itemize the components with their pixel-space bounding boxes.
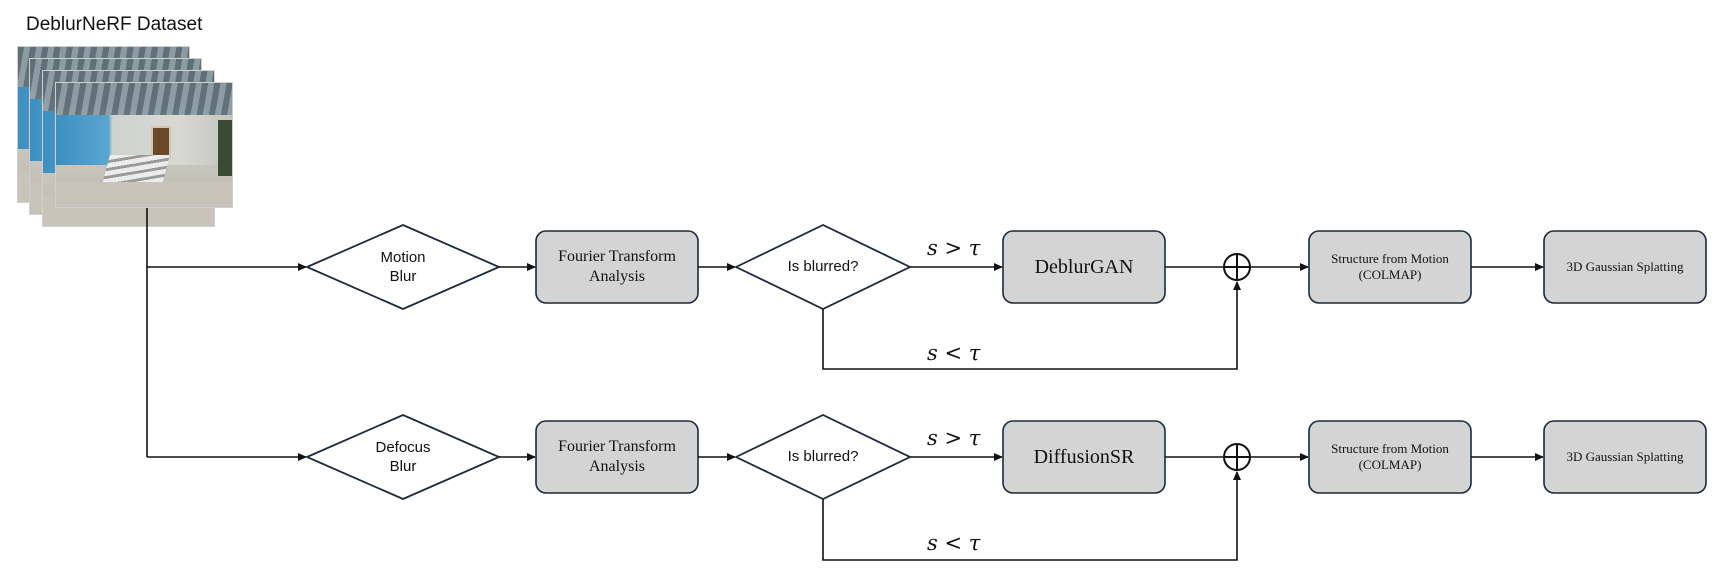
condition-false-label: s < τ (927, 531, 981, 555)
motion-blur-label: Motion Blur (380, 248, 426, 286)
edge-decision-bypass (822, 281, 1241, 370)
row-defocus (147, 414, 1707, 561)
decision-label: Is blurred? (787, 448, 859, 466)
splat-label: 3D Gaussian Splatting (1566, 448, 1684, 464)
sfm-label: Structure from Motion (COLMAP) (1331, 250, 1449, 282)
diffusionsr-label: DiffusionSR (1033, 445, 1135, 468)
dataset-image-4 (55, 82, 233, 208)
defocus-blur-label: Defocus Blur (375, 438, 431, 476)
sfm-label: Structure from Motion (COLMAP) (1331, 440, 1449, 472)
condition-false-label: s < τ (927, 341, 981, 365)
edge-decision-bypass (822, 471, 1241, 561)
decision-label: Is blurred? (787, 258, 859, 276)
condition-true-label: s > τ (927, 426, 981, 450)
fourier-analysis-label: Fourier Transform Analysis (558, 248, 676, 285)
row-motion (147, 224, 1707, 370)
merge-node (1223, 253, 1251, 281)
dataset-title: DeblurNeRF Dataset (26, 14, 203, 35)
splat-box (1543, 420, 1707, 494)
condition-true-label: s > τ (927, 236, 981, 260)
fourier-analysis-label: Fourier Transform Analysis (558, 438, 676, 475)
deblurgan-label: DeblurGAN (1034, 255, 1134, 278)
splat-box (1543, 230, 1707, 304)
merge-node (1223, 443, 1251, 471)
splat-label: 3D Gaussian Splatting (1566, 258, 1684, 274)
